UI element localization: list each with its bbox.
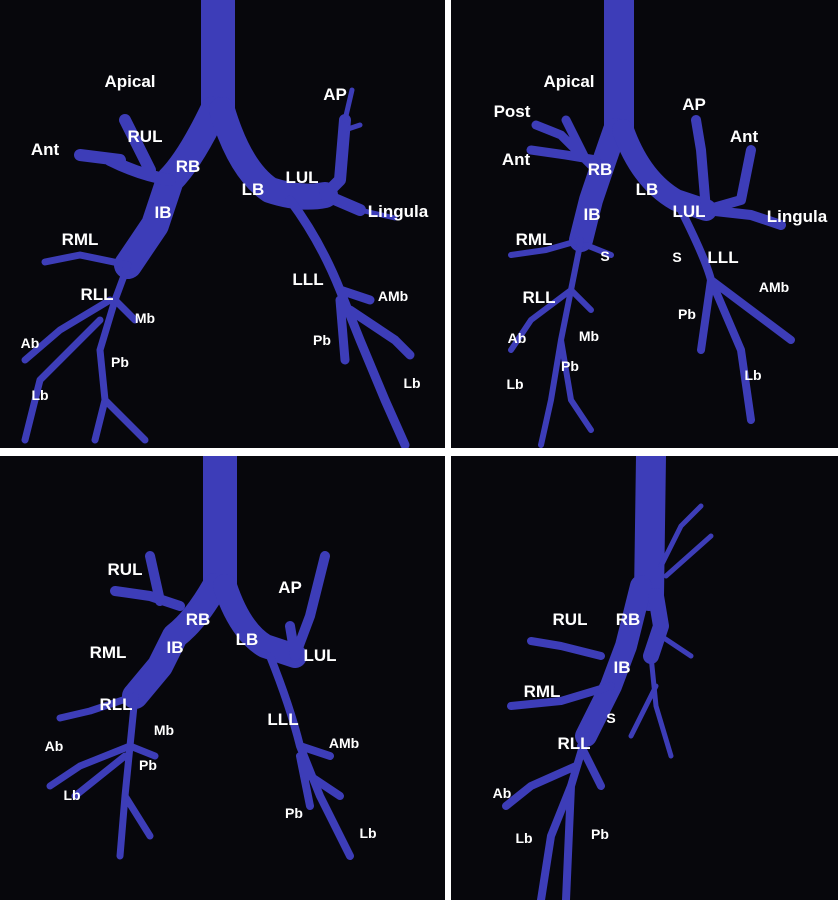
label-pb: Pb <box>285 805 303 821</box>
label-rll: RLL <box>522 288 556 307</box>
label-ant: Ant <box>501 150 531 169</box>
label-rll: RLL <box>80 285 114 304</box>
label-amb: AMb <box>377 288 409 304</box>
label-rul: RUL <box>552 610 588 629</box>
label-amb: AMb <box>758 279 790 295</box>
label-mb: Mb <box>153 722 175 738</box>
label-lb: Lb <box>506 376 524 392</box>
label-ap: AP <box>323 85 347 104</box>
label-lul: LUL <box>672 202 706 221</box>
label-ap: AP <box>682 95 706 114</box>
label-ib: IB <box>583 205 601 224</box>
label-rll: RLL <box>557 734 591 753</box>
label-ib: IB <box>613 658 631 677</box>
label-mb: Mb <box>134 310 156 326</box>
label-ant: Ant <box>30 140 60 159</box>
label-lb: LB <box>235 630 259 649</box>
label-lul: LUL <box>285 168 319 187</box>
airway-tree-render <box>508 0 795 448</box>
label-pb: Pb <box>591 826 609 842</box>
label-apical: Apical <box>104 72 156 91</box>
label-s: S <box>672 249 682 265</box>
label-rml: RML <box>89 643 127 662</box>
label-ap: AP <box>278 578 302 597</box>
airway-panel-bottom-right: RUL RB IB RML S RLL Ab Lb Pb <box>451 456 838 900</box>
label-lul: LUL <box>303 646 337 665</box>
label-lingula: Lingula <box>367 202 429 221</box>
label-apical: Apical <box>543 72 595 91</box>
label-rll: RLL <box>99 695 133 714</box>
label-rul: RUL <box>127 127 163 146</box>
label-lb: Lb <box>359 825 377 841</box>
label-pb: Pb <box>561 358 579 374</box>
label-lb: Lb <box>744 367 762 383</box>
label-lll: LLL <box>292 270 324 289</box>
label-lll: LLL <box>707 248 739 267</box>
label-ab: Ab <box>507 330 527 346</box>
label-lb: Lb <box>63 787 81 803</box>
label-pb: Pb <box>111 354 129 370</box>
airway-panel-top-left: Apical Ant RUL RB LB LUL AP Lingula IB R… <box>0 0 445 448</box>
airway-panel-bottom-left: RUL RB AP IB LB LUL RML RLL LLL Mb Ab AM… <box>0 456 445 900</box>
label-s: S <box>606 710 616 726</box>
label-amb: AMb <box>328 735 360 751</box>
label-lingula: Lingula <box>766 207 828 226</box>
label-ab: Ab <box>492 785 512 801</box>
label-rb: RB <box>587 160 613 179</box>
label-ab: Ab <box>20 335 40 351</box>
airway-tree-render <box>46 456 354 860</box>
label-lll: LLL <box>267 710 299 729</box>
airway-tree-render <box>21 0 415 448</box>
label-rb: RB <box>615 610 641 629</box>
label-s: S <box>600 248 610 264</box>
label-rml: RML <box>523 682 561 701</box>
label-rul: RUL <box>107 560 143 579</box>
label-ib: IB <box>154 203 172 222</box>
label-rb: RB <box>175 157 201 176</box>
label-rml: RML <box>61 230 99 249</box>
label-pb: Pb <box>678 306 696 322</box>
label-pb: Pb <box>313 332 331 348</box>
airway-tree-render <box>502 456 714 900</box>
label-rml: RML <box>515 230 553 249</box>
label-lb: Lb <box>515 830 533 846</box>
label-rb: RB <box>185 610 211 629</box>
label-post: Post <box>493 102 531 121</box>
label-lb: Lb <box>31 387 49 403</box>
label-pb: Pb <box>139 757 157 773</box>
label-mb: Mb <box>578 328 600 344</box>
label-ib: IB <box>166 638 184 657</box>
airway-panel-top-right: Apical Post Ant RB LB LUL AP Ant Lingula… <box>451 0 838 448</box>
label-ab: Ab <box>44 738 64 754</box>
label-ant: Ant <box>729 127 759 146</box>
label-lb: LB <box>241 180 265 199</box>
label-lb: Lb <box>403 375 421 391</box>
label-lb: LB <box>635 180 659 199</box>
